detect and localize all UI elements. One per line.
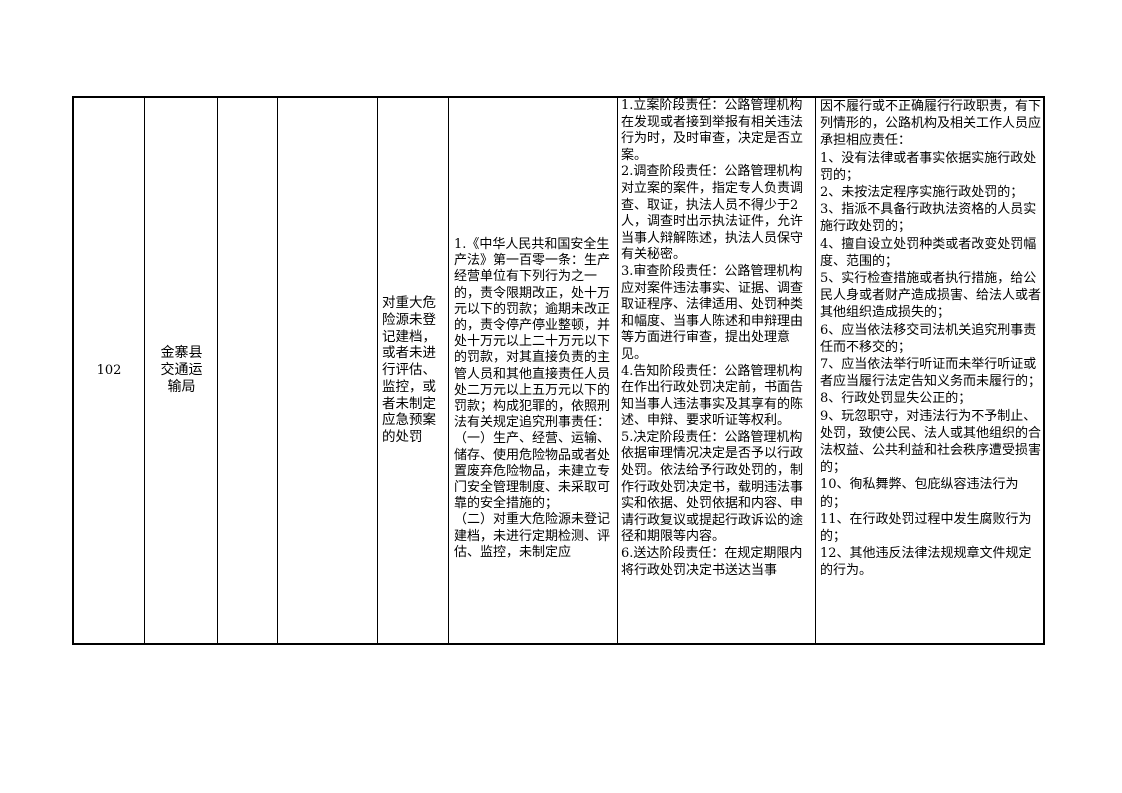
accountability-cell: 因不履行或不正确履行行政职责，有下列情形的，公路机构及相关工作人员应承担相应责任… [817,98,1043,643]
column-divider [144,96,145,645]
accountability-item: 12、其他违反法律法规规章文件规定的行为。 [820,546,1032,579]
department-name: 金寨县交通运输局 [160,345,203,395]
responsibility-1: 1.立案阶段责任：公路管理机构在发现或者接到举报有相关违法行为时，及时审查，决定… [621,98,804,163]
accountability-intro: 因不履行或不正确履行行政职责，有下列情形的，公路机构及相关工作人员应承担相应责任… [820,99,1042,149]
accountability-item: 10、徇私舞弊、包庇纵容违法行为的； [820,477,1019,510]
accountability-item: 11、在行政处罚过程中发生腐败行为的； [820,511,1032,545]
responsibility-3: 3.审查阶段责任：公路管理机构应对案件违法事实、证据、调查取证程序、法律适用、处… [621,263,804,362]
accountability-item: 1、没有法律或者事实依据实施行政处罚的； [820,150,1037,183]
responsibility-5: 5.决定阶段责任：公路管理机构依据审理情况决定是否予以行政处罚。依法给予行政处罚… [621,429,804,545]
accountability-item: 2、未按法定程序实施行政处罚的； [820,185,1024,201]
column-divider [815,96,816,645]
row-number: 102 [96,363,122,378]
accountability-item: 9、玩忽职守，对违法行为不予制止、处罚，致使公民、法人或其他组织的合法权益、公共… [820,408,1042,476]
item-title-cell: 对重大危险源未登记建档，或者未进行评估、监控，或者未制定应急预案的处罚 [379,98,448,643]
column-divider [448,96,449,645]
column-divider [617,96,618,645]
accountability-item: 4、擅自设立处罚种类或者改变处罚幅度、范围的； [820,236,1037,269]
column-divider [277,96,278,645]
legal-basis-text: 1.《中华人民共和国安全生产法》第一百零一条：生产经营单位有下列行为之一的，责令… [454,237,611,560]
column-divider [377,96,378,645]
empty-cell [279,98,377,643]
accountability-item: 8、行政处罚显失公正的； [820,391,972,407]
accountability-item: 6、应当依法移交司法机关追究刑事责任而不移交的； [820,322,1037,355]
item-title: 对重大危险源未登记建档，或者未进行评估、监控，或者未制定应急预案的处罚 [382,294,436,446]
responsibility-2: 2.调查阶段责任：公路管理机构对立案的案件，指定专人负责调查、取证，执法人员不得… [621,164,804,263]
responsibility-4: 4.告知阶段责任：公路管理机构在作出行政处罚决定前，书面告知当事人违法事实及其享… [621,363,804,429]
column-divider [217,96,218,645]
responsibility-6: 6.送达阶段责任：在规定期限内将行政处罚决定书送达当事 [621,546,803,578]
accountability-item: 5、实行检查措施或者执行措施，给公民人身或者财产造成损害、给法人或者其他组织造成… [820,271,1042,321]
department-cell: 金寨县交通运输局 [146,98,217,643]
power-list-table [72,96,1045,645]
accountability-item: 7、应当依法举行听证而未举行听证或者应当履行法定告知义务而未履行的； [820,357,1042,390]
accountability-item: 3、指派不具备行政执法资格的人员实施行政处罚的； [820,202,1037,235]
legal-basis-cell: 1.《中华人民共和国安全生产法》第一百零一条：生产经营单位有下列行为之一的，责令… [450,98,617,643]
responsibility-cell: 1.立案阶段责任：公路管理机构在发现或者接到举报有相关违法行为时，及时审查，决定… [619,98,815,643]
empty-cell [219,98,277,643]
